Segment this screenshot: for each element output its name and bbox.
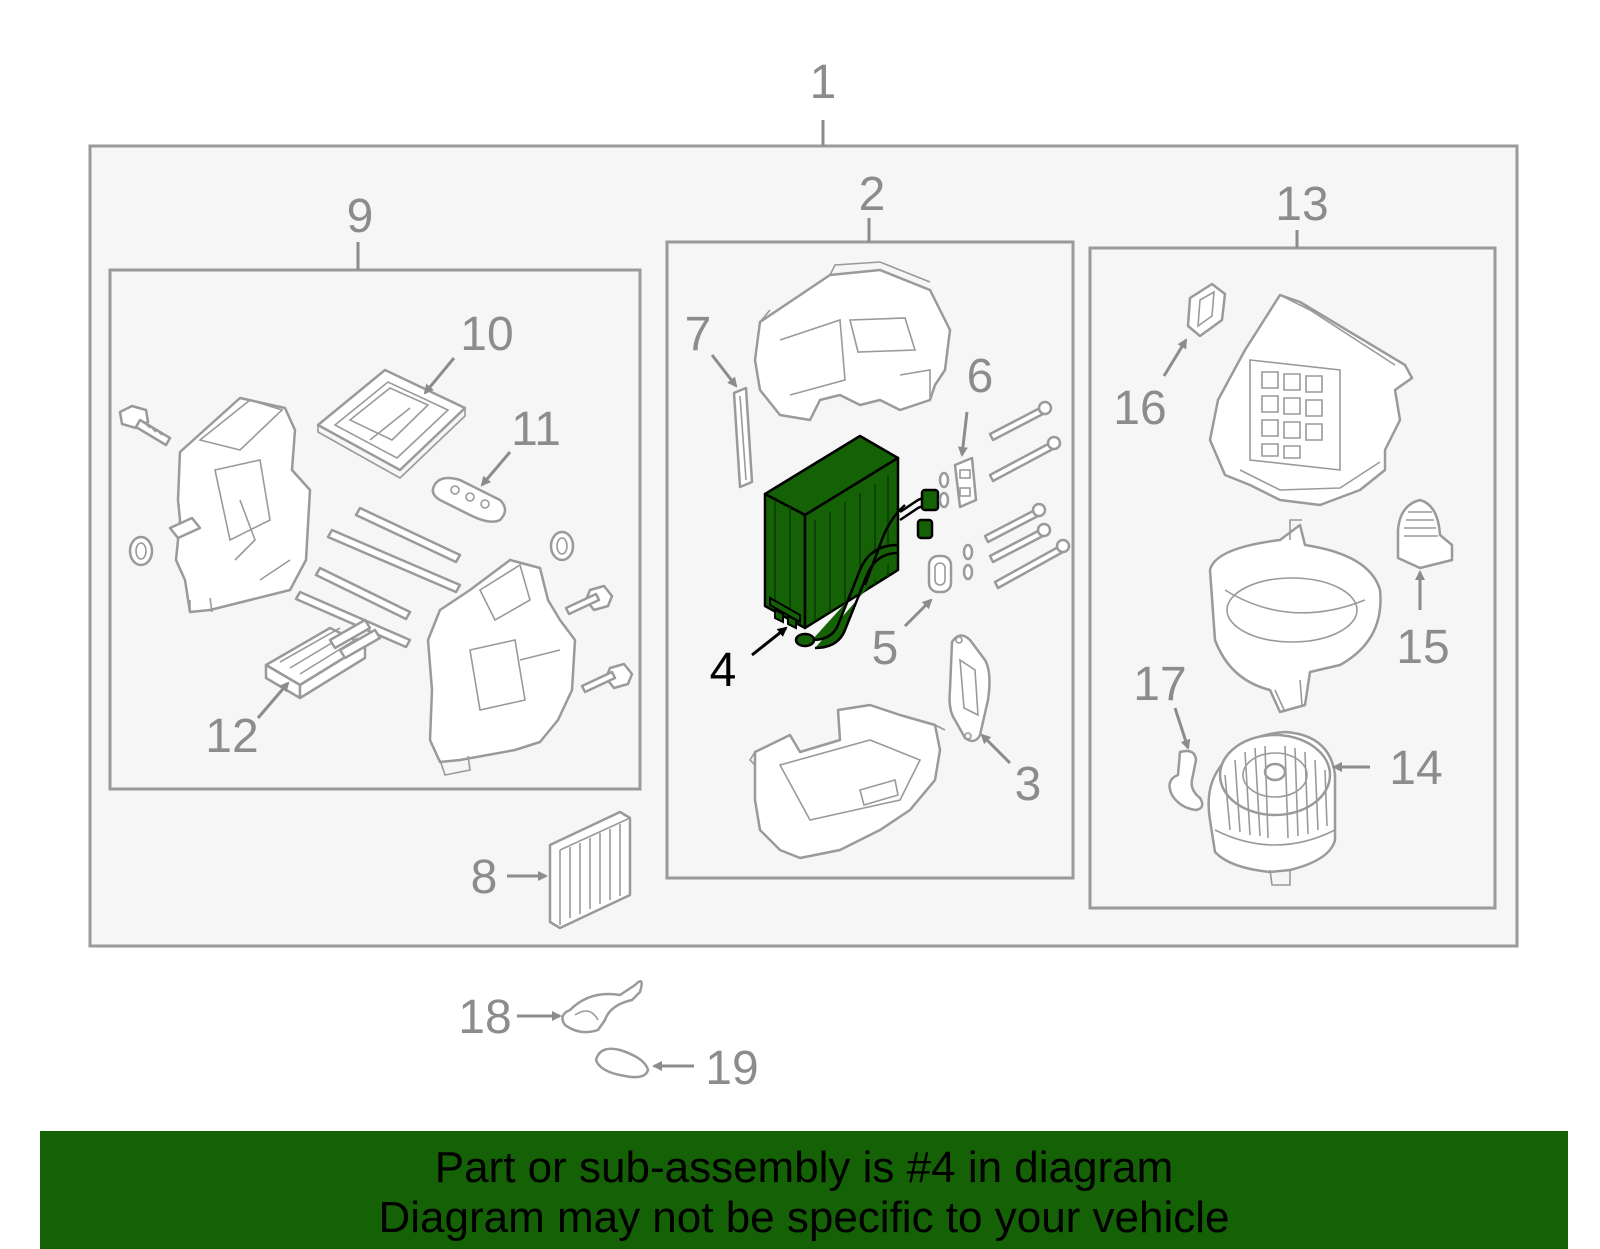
heater-case-right <box>426 558 577 776</box>
blower-case-upper <box>1208 293 1414 507</box>
expansion-valve-part-6 <box>938 456 978 509</box>
bolt-part <box>118 404 172 447</box>
callout-2: 2 <box>859 168 886 221</box>
evaporator-case-lower <box>748 703 946 860</box>
heater-core-part-12 <box>264 618 382 700</box>
filter-part-10 <box>316 368 467 479</box>
seal-strip-part-7 <box>732 386 754 489</box>
connector-part-15 <box>1396 498 1454 570</box>
gasket-part-11 <box>431 476 507 523</box>
banner-line-disclaimer: Diagram may not be specific to your vehi… <box>378 1193 1230 1242</box>
callout-16: 16 <box>1113 382 1166 435</box>
callout-9: 9 <box>347 190 374 243</box>
washer-part-right <box>549 530 575 562</box>
callout-14: 14 <box>1389 742 1442 795</box>
banner-line-part-number: Part or sub-assembly is #4 in diagram <box>434 1143 1174 1192</box>
gasket-part-3 <box>948 634 991 743</box>
link-rods <box>294 506 462 649</box>
evaporator-core-part-4 <box>763 434 940 650</box>
o-ring-part-5 <box>927 554 953 594</box>
part-info-banner: Part or sub-assembly is #4 in diagram Di… <box>40 1131 1568 1249</box>
evaporator-case-upper <box>753 261 952 422</box>
callout-13: 13 <box>1275 178 1328 231</box>
callout-15: 15 <box>1396 621 1449 674</box>
callout-3: 3 <box>1015 758 1042 811</box>
drain-hose-part-17 <box>1168 749 1204 812</box>
callout-18: 18 <box>458 991 511 1044</box>
callout-8: 8 <box>471 851 498 904</box>
long-bolts <box>962 400 1071 590</box>
callout-7: 7 <box>685 308 712 361</box>
callout-19: 19 <box>705 1042 758 1095</box>
resistor-part-16 <box>1186 282 1227 338</box>
callout-5: 5 <box>872 622 899 675</box>
callout-11: 11 <box>511 403 561 456</box>
callout-10: 10 <box>460 308 513 361</box>
duct-part-18 <box>561 980 643 1034</box>
blower-motor-part-14 <box>1207 730 1337 886</box>
callout-17: 17 <box>1133 658 1186 711</box>
bolt-parts-right <box>564 584 634 694</box>
callout-4: 4 <box>710 644 737 697</box>
callout-1: 1 <box>810 56 837 109</box>
seal-part-19 <box>594 1047 650 1079</box>
heater-case-left <box>168 396 312 614</box>
callout-6: 6 <box>967 350 994 403</box>
blower-housing-lower <box>1208 519 1382 714</box>
washer-part <box>128 535 154 567</box>
cabin-filter-part-8 <box>548 810 632 930</box>
callout-12: 12 <box>205 710 258 763</box>
